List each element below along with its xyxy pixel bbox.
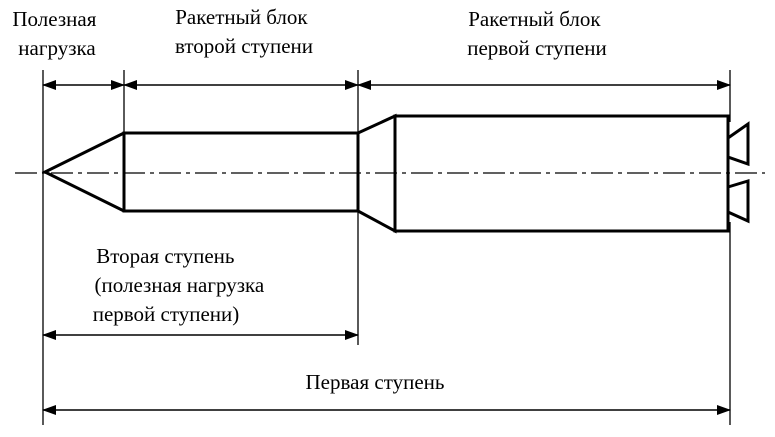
stage1-block-label: Ракетный блок первой ступени	[467, 7, 607, 60]
upper-nozzle	[726, 121, 750, 167]
payload-label: Полезная нагрузка	[12, 7, 101, 60]
stage2-block-label: Ракетный блок второй ступени	[175, 5, 313, 58]
nose-cone	[41, 131, 125, 213]
stage1-label: Первая ступень	[306, 370, 445, 394]
first-stage-block	[393, 114, 730, 233]
second-stage-block	[122, 131, 360, 213]
stage2-label: Вторая ступень (полезная нагрузка первой…	[93, 244, 270, 326]
rocket-body	[41, 113, 750, 234]
lower-nozzle	[726, 178, 750, 224]
